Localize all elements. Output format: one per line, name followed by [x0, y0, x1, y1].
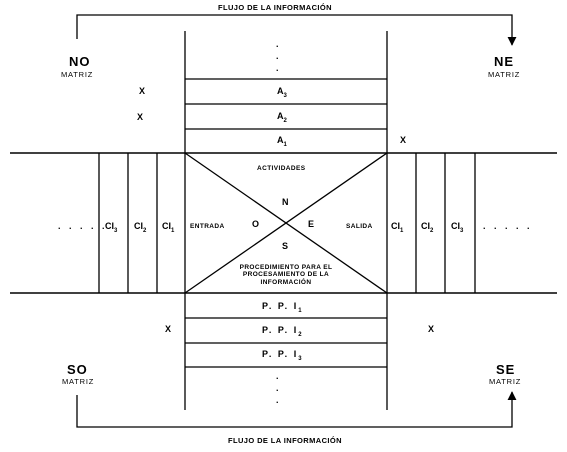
compass-n: N: [282, 197, 289, 207]
center-bottom-label: PROCEDIMIENTO PARA EL PROCESAMIENTO DE L…: [239, 264, 333, 286]
center-right-label: SALIDA: [346, 223, 373, 230]
top-flow-arrow: [76, 14, 517, 46]
quadrant-so-code: SO: [67, 362, 88, 377]
marker-x: X: [137, 112, 144, 122]
left-row-ellipsis: . . . . .: [58, 221, 108, 231]
quadrant-se-code: SE: [496, 362, 516, 377]
quadrant-no-code: NO: [69, 54, 91, 69]
right-row-item: CI3: [451, 221, 464, 234]
left-row-item: CI3: [105, 221, 118, 234]
compass-s: S: [282, 241, 289, 251]
quadrant-so-label: MATRIZ: [62, 377, 95, 386]
top-flow-label: FLUJO DE LA INFORMACIÓN: [218, 3, 332, 12]
center-diagonal-2: [184, 152, 388, 294]
top-column-ellipsis: ...: [276, 39, 279, 73]
center-top-label: ACTIVIDADES: [257, 165, 306, 172]
top-column-item: A1: [277, 135, 287, 148]
quadrant-no-label: MATRIZ: [61, 70, 94, 79]
center-left-label: ENTRADA: [190, 223, 225, 230]
bottom-flow-arrow: [76, 391, 517, 428]
quadrant-ne-label: MATRIZ: [488, 70, 521, 79]
bottom-column-ellipsis: ...: [276, 371, 279, 405]
bottom-column-item: P. P. I1: [262, 301, 302, 314]
bottom-flow-label: FLUJO DE LA INFORMACIÓN: [228, 436, 342, 445]
right-row-ellipsis: . . . . .: [483, 221, 533, 231]
marker-x: X: [139, 86, 146, 96]
top-column-item: A3: [277, 86, 287, 99]
quadrant-se-label: MATRIZ: [489, 377, 522, 386]
right-row-item: CI2: [421, 221, 434, 234]
left-row-item: CI2: [134, 221, 147, 234]
marker-x: X: [165, 324, 172, 334]
marker-x: X: [400, 135, 407, 145]
right-row-item: CI1: [391, 221, 404, 234]
top-column-item: A2: [277, 111, 287, 124]
marker-x: X: [428, 324, 435, 334]
bottom-column-item: P. P. I2: [262, 325, 302, 338]
left-row-item: CI1: [162, 221, 175, 234]
compass-e: E: [308, 219, 315, 229]
compass-o: O: [252, 219, 260, 229]
quadrant-ne-code: NE: [494, 54, 515, 69]
bottom-column-item: P. P. I3: [262, 349, 302, 362]
